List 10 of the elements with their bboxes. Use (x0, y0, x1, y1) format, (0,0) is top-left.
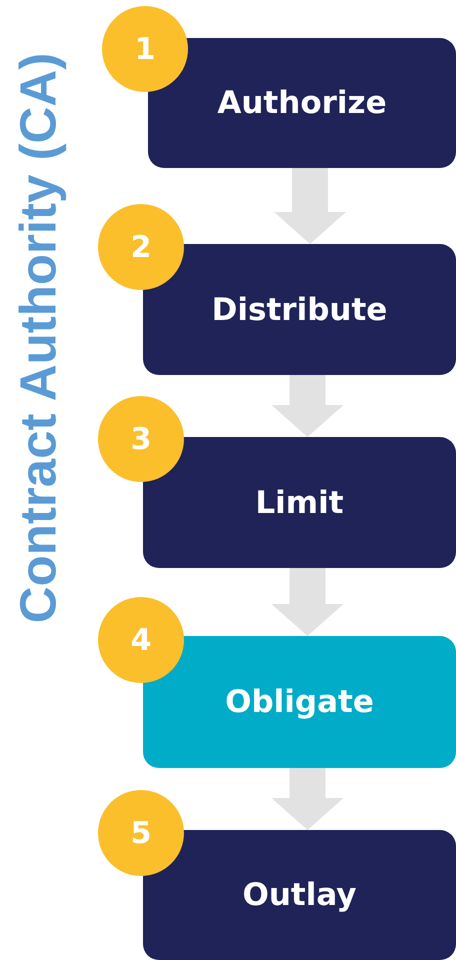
block-arrow (272, 768, 344, 830)
block-arrow (272, 568, 344, 636)
number-circle: 3 (98, 396, 184, 482)
number-circle: 4 (98, 597, 184, 683)
block-arrow (272, 375, 344, 437)
number-circle: 1 (102, 6, 188, 92)
number-circle: 5 (98, 790, 184, 876)
block-arrow (274, 168, 346, 244)
side-title: Contract Authority (CA) (8, 52, 68, 624)
number-circle: 2 (98, 204, 184, 290)
